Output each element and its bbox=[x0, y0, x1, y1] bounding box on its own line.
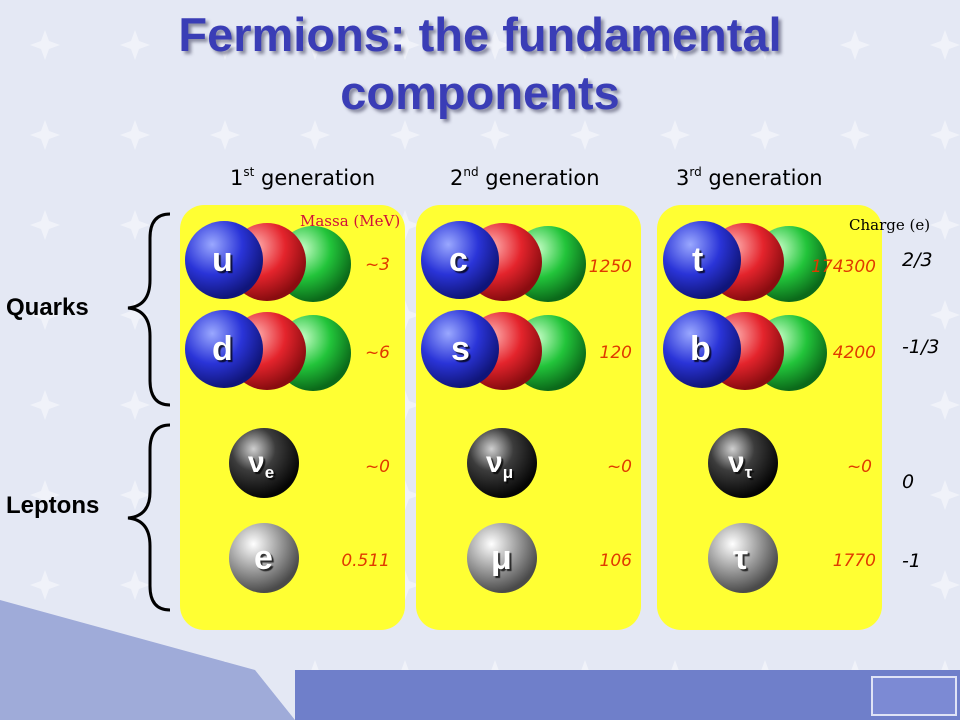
page-title: Fermions: the fundamental components bbox=[0, 6, 960, 122]
mass-u: ~3 bbox=[364, 255, 390, 275]
symbol-nu-tau: ντ bbox=[728, 446, 753, 482]
symbol-e: e bbox=[254, 539, 273, 577]
symbol-nu-e: νe bbox=[248, 446, 275, 482]
mass-nu-tau: ~0 bbox=[846, 457, 872, 477]
generation-1-label: 1st generation bbox=[230, 165, 376, 190]
title-line-1: Fermions: the fundamental bbox=[178, 8, 782, 61]
mass-e: 0.511 bbox=[341, 551, 390, 571]
charge-header: Charge (e) bbox=[849, 216, 931, 234]
generation-3-label: 3rd generation bbox=[676, 165, 823, 190]
mass-tau: 1770 bbox=[832, 551, 876, 571]
mass-c: 1250 bbox=[588, 257, 632, 277]
mass-d: ~6 bbox=[364, 343, 390, 363]
mass-nu-e: ~0 bbox=[364, 457, 390, 477]
symbol-s: s bbox=[451, 330, 470, 368]
mass-mu: 106 bbox=[599, 551, 632, 571]
generation-2-label: 2nd generation bbox=[450, 165, 600, 190]
mass-s: 120 bbox=[599, 343, 632, 363]
symbol-tau: τ bbox=[733, 539, 749, 577]
symbol-c: c bbox=[449, 241, 468, 279]
leptons-label: Leptons bbox=[6, 492, 100, 519]
symbol-t: t bbox=[692, 241, 704, 279]
symbol-d: d bbox=[212, 330, 233, 368]
charge-lepton: -1 bbox=[902, 550, 921, 572]
symbol-nu-mu: νμ bbox=[486, 446, 514, 482]
corner-triangle bbox=[0, 600, 295, 720]
title-line-2: components bbox=[340, 66, 620, 119]
quarks-label: Quarks bbox=[6, 294, 89, 321]
bottom-bar bbox=[295, 670, 960, 720]
symbol-u: u bbox=[212, 241, 233, 279]
symbol-mu: μ bbox=[491, 539, 512, 577]
charge-up-type: 2/3 bbox=[902, 249, 933, 271]
mass-nu-mu: ~0 bbox=[606, 457, 632, 477]
slide-nav-box[interactable] bbox=[871, 676, 957, 716]
symbol-b: b bbox=[690, 330, 711, 368]
mass-b: 4200 bbox=[832, 343, 876, 363]
mass-t: 174300 bbox=[811, 257, 876, 277]
charge-neutrino: 0 bbox=[902, 471, 915, 493]
charge-down-type: -1/3 bbox=[902, 336, 940, 358]
mass-header: Massa (MeV) bbox=[300, 212, 401, 230]
